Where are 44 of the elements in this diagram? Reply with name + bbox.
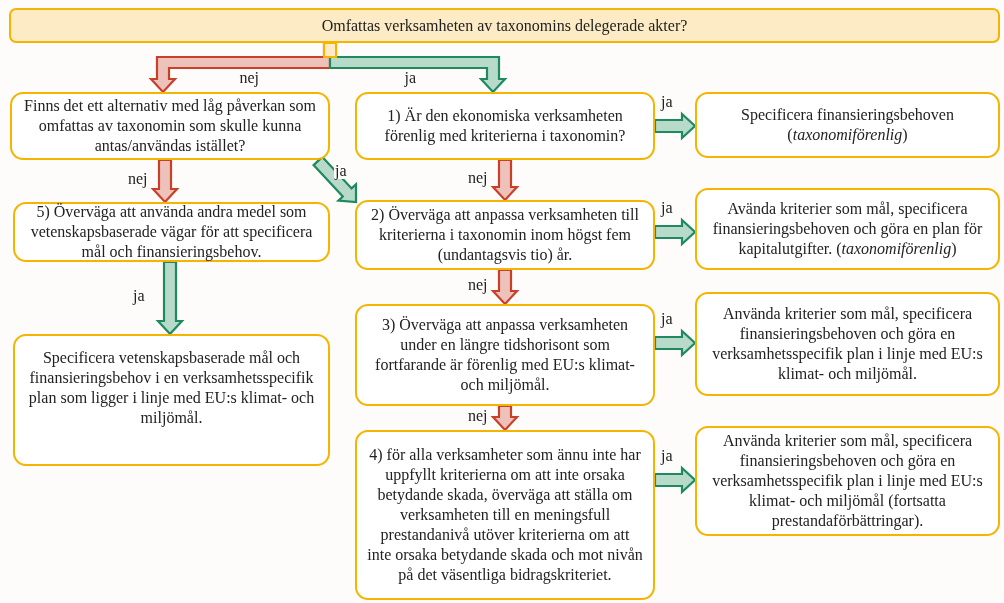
box-text: Specificera finansieringsbehoven (taxonomiförenlig) (740, 105, 955, 145)
block-arrow (490, 268, 520, 306)
box-text: 5) Överväga att använda andra medel som vetenskapsbaserade vägar för att specificera mål och finansieringsbehov. (29, 202, 314, 262)
edge-label: ja (403, 70, 418, 86)
edge-label: ja (660, 311, 674, 327)
outcome-box (695, 188, 1000, 270)
box-text: Använda kriterier som mål, specificera finansieringsbehoven och göra en verksamhetsspecifik plan i linje med EU:s klimat- och miljömål (fortsatta prestandaförbättringar). (711, 431, 984, 531)
edge-label: ja (660, 94, 674, 110)
block-arrow (150, 158, 180, 204)
edge-label: nej (127, 171, 149, 187)
block-arrow (490, 158, 520, 202)
outcome-box (695, 292, 1000, 396)
block-arrow (653, 217, 697, 247)
box-text: 4) för alla verksamheter som ännu inte har uppfyllt kriterierna om att inte orsaka betydande skada, överväga att ställa om verksamheten till en meningsfull prestandanivå utöver kriterierna om att inte orsaka betydande skada och mot nivån på det väsentliga bidragskriteriet. (367, 445, 643, 585)
outcome-box (13, 334, 330, 466)
box-text: Specificera vetenskapsbaserade mål och finansieringsbehov i en verksamhetsspecifik plan som ligger i linje med EU:s klimat- och miljömål. (27, 348, 316, 428)
block-arrow (155, 260, 185, 336)
question-box (9, 8, 1000, 43)
box-text: 3) Överväga att anpassa verksamheten under en längre tidshorisont som fortfarande är förenlig med EU:s klimat- och miljömål. (374, 315, 636, 395)
block-arrow (653, 111, 697, 141)
edge-label: ja (334, 163, 348, 179)
question-box (355, 200, 655, 270)
outcome-box (695, 426, 1000, 536)
edge-label: nej (467, 170, 489, 186)
edge-label: nej (467, 277, 489, 293)
question-box (355, 304, 655, 406)
block-arrow (490, 404, 520, 432)
box-text: 1) Är den ekonomiska verksamheten förenlig med kriterierna i taxonomin? (383, 106, 627, 146)
box-text: Omfattas verksamheten av taxonomins delegerade akter? (321, 15, 688, 36)
block-arrow (653, 328, 697, 358)
question-box (355, 92, 655, 160)
question-box (355, 430, 655, 600)
block-arrow (653, 465, 697, 495)
question-box (10, 92, 330, 160)
outcome-box (695, 92, 1000, 158)
edge-label: nej (467, 408, 489, 424)
edge-label: ja (660, 200, 674, 216)
box-text: Avända kriterier som mål, specificera finansieringsbehoven och göra en plan för kapitalutgifter. (taxonomiförenlig) (711, 199, 984, 259)
edge-label: nej (238, 70, 261, 86)
edge-label: ja (132, 288, 146, 304)
box-text: Använda kriterier som mål, specificera finansieringsbehoven och göra en verksamhetsspecifik plan i linje med EU:s klimat- och miljömål. (711, 304, 984, 384)
box-text: 2) Överväga att anpassa verksamheten till kriterierna i taxonomin inom högst fem (undantagsvis tio) år. (370, 205, 640, 265)
box-text: Finns det ett alternativ med låg påverkan som omfattas av taxonomin som skulle kunna antas/användas istället? (23, 96, 317, 156)
edge-label: ja (660, 448, 674, 464)
